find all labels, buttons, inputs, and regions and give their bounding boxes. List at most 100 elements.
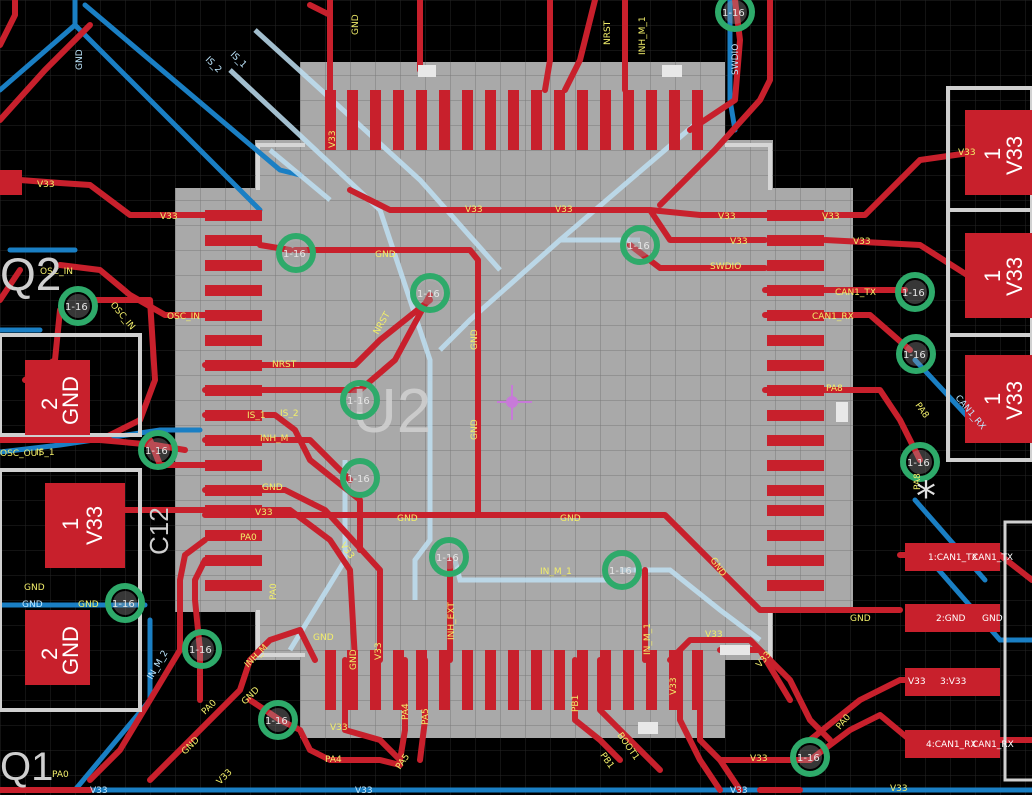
via-label: 1-16 <box>145 446 168 457</box>
pin-label: IN_M_1 <box>643 623 653 655</box>
net-label: GND <box>22 600 43 610</box>
via-label: 1-16 <box>907 458 930 469</box>
connector-pin-label: 2:GND <box>936 614 965 624</box>
net-label: V33 <box>160 212 178 222</box>
pad-net: V33 <box>1002 136 1027 175</box>
via-label: 1-16 <box>903 350 926 361</box>
net-label: GND <box>351 14 361 35</box>
pin-label: IS_2 <box>280 409 299 419</box>
via: 1-16 <box>410 273 450 313</box>
net-label: V33 <box>705 630 723 640</box>
right-connector-pads <box>905 543 1000 758</box>
connector-pin-label: 1:CAN1_TX <box>928 553 978 563</box>
net-label: GND <box>75 49 85 70</box>
via: 1-16 <box>896 334 936 374</box>
net-label: GND <box>78 600 99 610</box>
net-labels: V33 V33 OSC_IN OSC_IN OSC_OUT IS_1 GND G… <box>0 148 976 795</box>
via-label: 1-16 <box>797 753 820 764</box>
net-label: IS_1 <box>36 448 55 458</box>
center-net: GND <box>375 250 396 260</box>
via: 1-16 <box>58 286 98 326</box>
via: 1-16 <box>790 737 830 777</box>
pad-number: 1 <box>980 270 1005 282</box>
component-pad-labels: 2 GND 1 V33 2 GND 1 V33 1 V33 1 V33 <box>37 136 1027 675</box>
pin-label: V33 <box>374 642 384 660</box>
chip-marks <box>418 65 848 734</box>
cursor-marker: * <box>916 474 936 520</box>
chip-pads-top <box>325 90 703 150</box>
via: 1-16 <box>429 537 469 577</box>
via-label: 1-16 <box>627 241 650 252</box>
via: 1-16 <box>340 380 380 420</box>
chip-pads-right <box>767 210 824 591</box>
net-label: V33 <box>958 148 976 158</box>
pad-net: V33 <box>1002 257 1027 296</box>
net-label: PA4 <box>325 755 342 765</box>
pad-number: 2 <box>37 648 62 660</box>
left-components <box>0 170 142 712</box>
via-label: 1-16 <box>417 289 440 300</box>
pad-net: V33 <box>82 506 107 545</box>
net-label: PA0 <box>52 770 69 780</box>
via: 1-16 <box>900 442 940 482</box>
via: 1-16 <box>105 583 145 623</box>
via: 1-16 <box>602 550 642 590</box>
net-label: GND <box>313 633 334 643</box>
net-label: V33 <box>330 723 348 733</box>
center-net: V33 <box>555 205 573 215</box>
designator-q1: Q1 <box>0 745 53 789</box>
pad-number: 1 <box>58 518 83 530</box>
net-label: GND <box>470 419 480 440</box>
via-label: 1-16 <box>283 249 306 260</box>
net-label: SWDIO <box>731 44 741 75</box>
pin-label: V33 <box>718 212 736 222</box>
connector-pin-label: 3:V33 <box>940 677 966 687</box>
via: 1-16 <box>276 233 316 273</box>
net-label: PA0 <box>269 583 279 600</box>
chip-centroid-marker <box>497 385 532 420</box>
right-connector-outline <box>1003 520 1032 782</box>
pin-label: PA4 <box>401 703 411 720</box>
pin-label: CAN1_TX <box>835 288 876 298</box>
via-label: 1-16 <box>112 599 135 610</box>
connector-net: CAN1_RX <box>972 740 1014 750</box>
net-label: V33 <box>37 180 55 190</box>
center-net: GND <box>397 514 418 524</box>
pad-number: 2 <box>37 398 62 410</box>
center-net: GND <box>560 514 581 524</box>
pin-label: PA0 <box>240 533 257 543</box>
via-label: 1-16 <box>722 8 745 19</box>
pad-net: V33 <box>1002 381 1027 420</box>
net-label: V33 <box>328 130 338 148</box>
designator-c12: C12 <box>144 507 174 555</box>
net-label: V33 <box>890 784 908 794</box>
connector-net: GND <box>982 614 1003 624</box>
pin-label: V33 <box>730 237 748 247</box>
net-label: GND <box>24 583 45 593</box>
net-label: INH_M_1 <box>638 16 648 55</box>
pin-label: GND <box>262 483 283 493</box>
pin-label: NRST <box>272 360 297 370</box>
pin-label: PA8 <box>826 384 843 394</box>
net-label: GND <box>850 614 871 624</box>
via-label: 1-16 <box>347 396 370 407</box>
net-label: V33 <box>853 237 871 247</box>
net-label: OSC_OUT <box>0 449 43 459</box>
connector-net: V33 <box>908 677 926 687</box>
via-label: 1-16 <box>609 566 632 577</box>
via-label: 1-16 <box>189 645 212 656</box>
net-label: V33 <box>355 786 373 795</box>
connector-net: CAN1_TX <box>972 553 1013 563</box>
via: 1-16 <box>715 0 755 32</box>
center-net: V33 <box>465 205 483 215</box>
net-label: GND <box>470 329 480 350</box>
pin-label: GND <box>349 649 359 670</box>
via: 1-16 <box>138 430 178 470</box>
pad-number: 1 <box>980 148 1005 160</box>
via: 1-16 <box>340 458 380 498</box>
pin-label: INH_M <box>260 434 288 444</box>
pin-label: PB1 <box>571 695 581 712</box>
pad-net: GND <box>58 626 83 675</box>
connector-labels: 1:CAN1_TX CAN1_TX 2:GND GND 3:V33 V33 4:… <box>908 553 1014 750</box>
